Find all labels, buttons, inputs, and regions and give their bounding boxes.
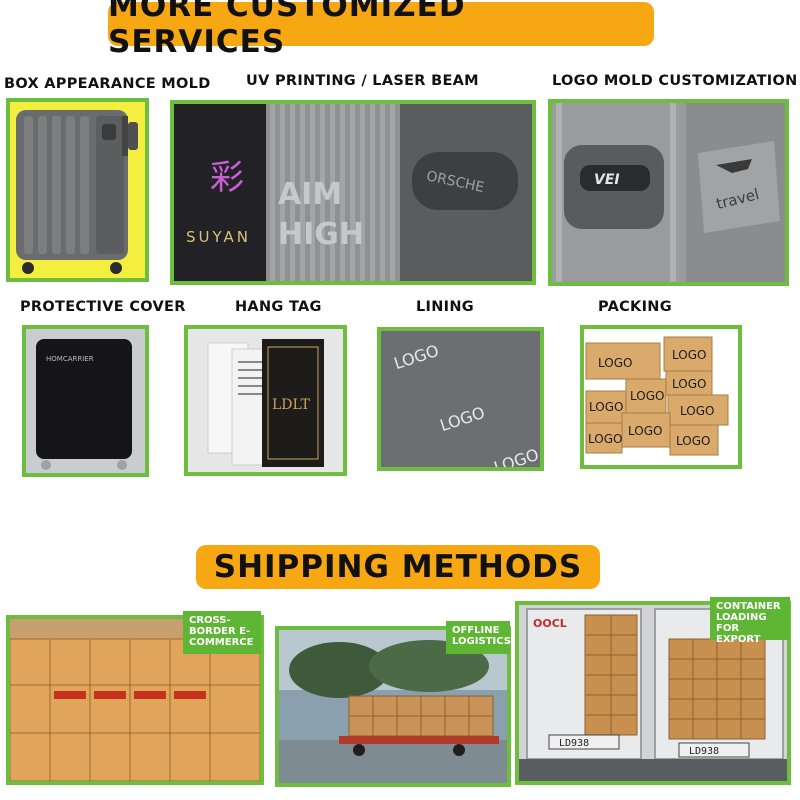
cross-border-tag-line-2: BORDER E-: [189, 626, 251, 637]
container-loading-image: OOCL LD938 LD938: [515, 601, 791, 785]
hang-tag-label: HANG TAG: [235, 299, 322, 315]
high-text: HIGH: [278, 217, 364, 252]
aim-text: AIM: [278, 177, 342, 212]
logo-mold-image: VEI travel: [548, 99, 789, 286]
container-tag-line-2: LOADING: [716, 612, 767, 623]
container-plate-text-2: LD938: [689, 746, 719, 757]
container-brand-text: OOCL: [533, 617, 567, 630]
cover-brand-text: HOMCARRIER: [46, 355, 94, 363]
uv-printing-laser-image: 彩 SUYAN AIM HIGH ORSCHE: [170, 100, 536, 285]
packing-logo-5: LOGO: [630, 389, 664, 403]
cross-border-tag: CROSS- BORDER E- COMMERCE: [183, 611, 261, 654]
container-plate-text-1: LD938: [559, 738, 589, 749]
packing-image: LOGO LOGO LOGO LOGO LOGO LOGO LOGO LOGO …: [580, 325, 742, 469]
packing-logo-7: LOGO: [628, 424, 662, 438]
suyan-glyph: 彩: [210, 158, 244, 198]
container-loading-illustration: OOCL LD938 LD938: [519, 605, 787, 781]
box-appearance-mold-label: BOX APPEARANCE MOLD: [4, 76, 211, 92]
protective-cover-illustration: HOMCARRIER: [26, 329, 145, 473]
suyan-text: SUYAN: [186, 228, 251, 246]
packing-boxes-illustration: LOGO LOGO LOGO LOGO LOGO LOGO LOGO LOGO …: [584, 329, 738, 465]
cross-border-tag-line-3: COMMERCE: [189, 637, 254, 648]
box-appearance-mold-image: [6, 98, 149, 282]
logo-mold-collage: VEI travel: [552, 103, 785, 282]
packing-logo-4: LOGO: [589, 400, 623, 414]
customized-services-title: MORE CUSTOMIZED SERVICES: [108, 0, 466, 60]
lining-illustration: LOGO LOGO LOGO: [381, 331, 540, 467]
vei-badge-text: VEI: [594, 172, 620, 188]
offline-logistics-tag: OFFLINE LOGISTICS: [446, 621, 511, 654]
suitcase-illustration: [10, 102, 145, 278]
packing-logo-3: LOGO: [672, 377, 706, 391]
cross-border-tag-line-1: CROSS-: [189, 615, 231, 626]
hang-tag-illustration: LDLT: [188, 329, 343, 472]
shipping-methods-banner: SHIPPING METHODS: [196, 545, 600, 589]
shipping-methods-title: SHIPPING METHODS: [213, 549, 583, 585]
hang-tag-image: LDLT: [184, 325, 347, 476]
offline-tag-line-1: OFFLINE: [452, 625, 500, 636]
offline-tag-line-2: LOGISTICS: [452, 636, 511, 647]
container-tag-line-3: FOR EXPORT: [716, 623, 761, 645]
lining-image: LOGO LOGO LOGO: [377, 327, 544, 471]
lining-label: LINING: [416, 299, 475, 315]
logo-mold-label: LOGO MOLD CUSTOMIZATION: [552, 73, 798, 89]
uv-printing-label: UV PRINTING / LASER BEAM: [246, 73, 479, 89]
container-tag-line-1: CONTAINER: [716, 601, 781, 612]
protective-cover-label: PROTECTIVE COVER: [20, 299, 186, 315]
hang-tag-brand-text: LDLT: [272, 397, 311, 413]
container-loading-tag: CONTAINER LOADING FOR EXPORT: [710, 597, 790, 645]
uv-printing-collage: 彩 SUYAN AIM HIGH ORSCHE: [174, 104, 532, 281]
packing-logo-1: LOGO: [598, 356, 632, 370]
packing-logo-2: LOGO: [672, 348, 706, 362]
packing-logo-6: LOGO: [680, 404, 714, 418]
customized-services-banner: MORE CUSTOMIZED SERVICES: [108, 0, 654, 60]
packing-label: PACKING: [598, 299, 672, 315]
protective-cover-image: HOMCARRIER: [22, 325, 149, 477]
packing-logo-8: LOGO: [676, 434, 710, 448]
packing-logo-9: LOGO: [588, 432, 622, 446]
